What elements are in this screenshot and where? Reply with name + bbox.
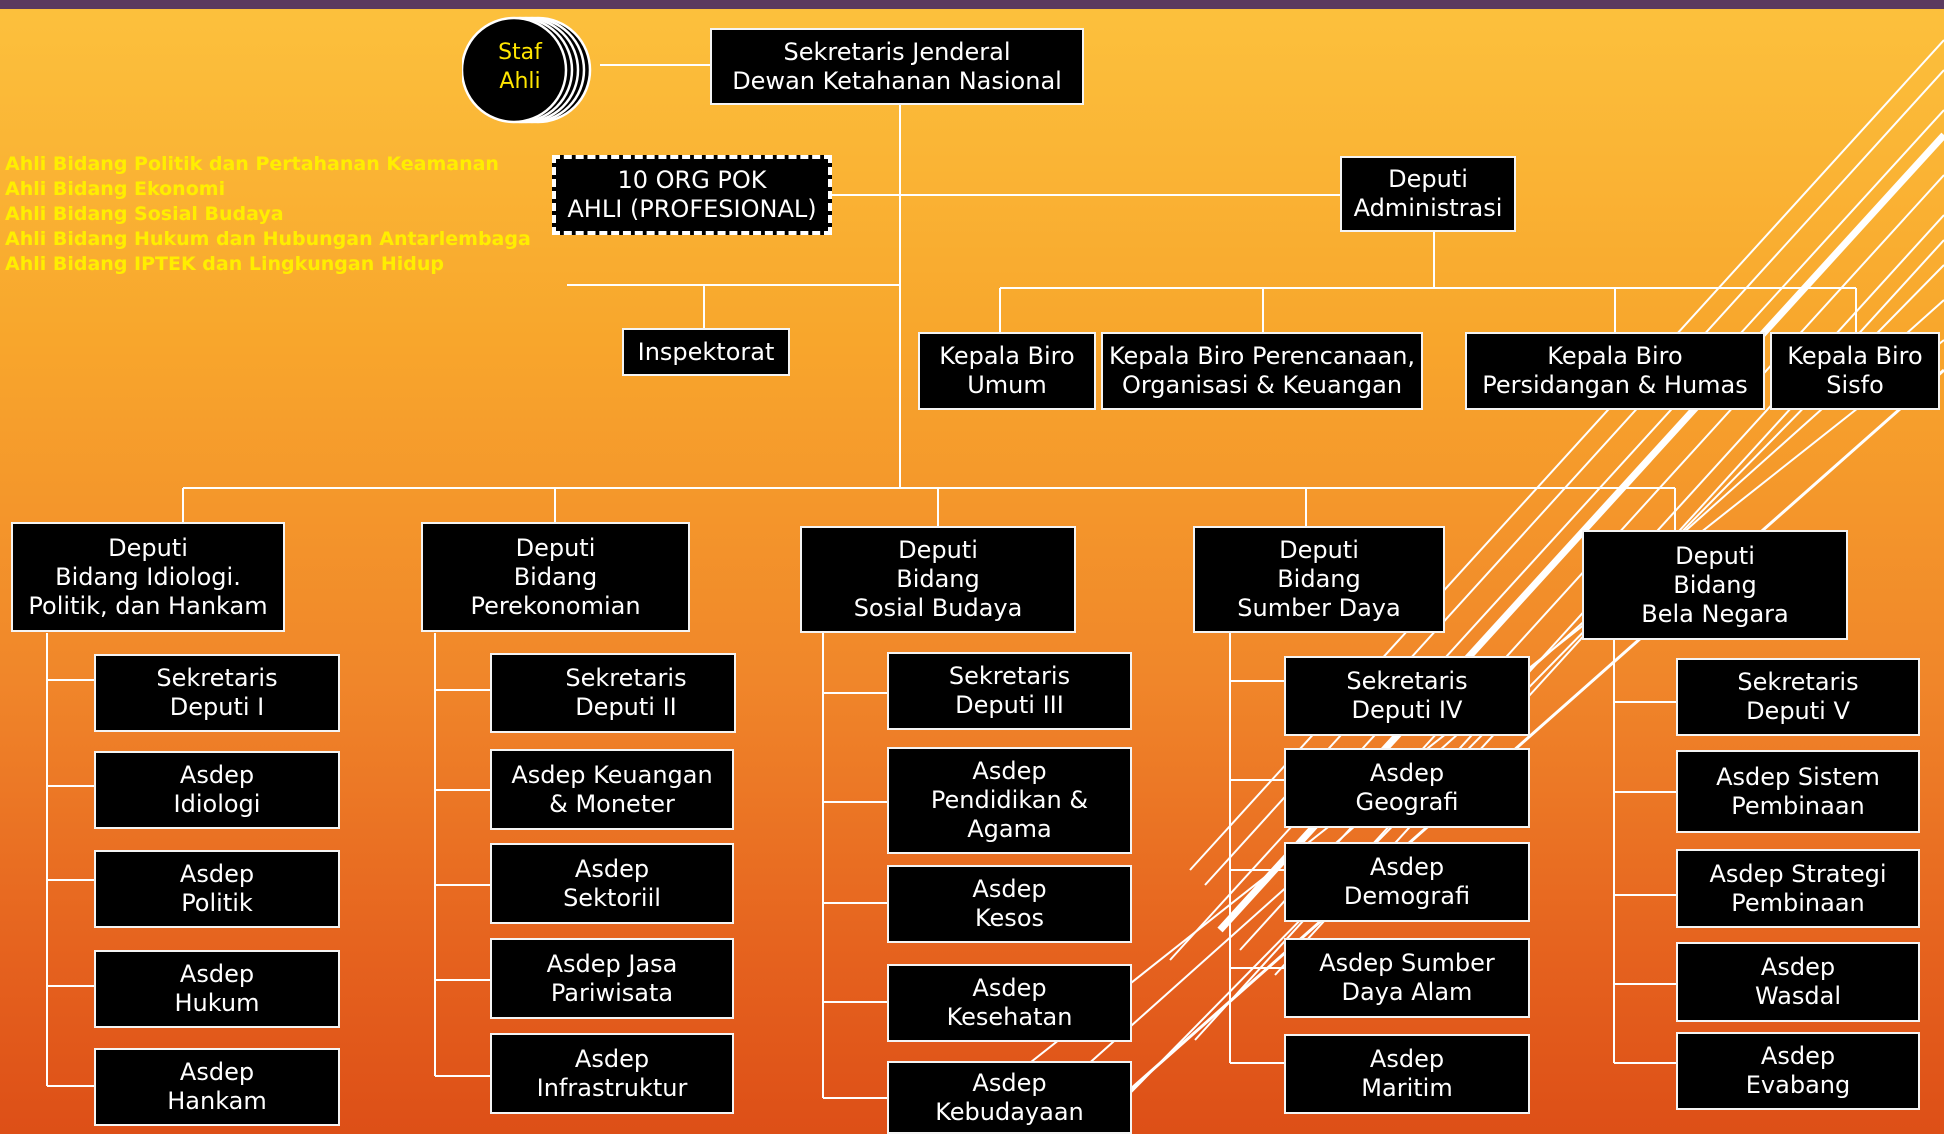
unit-box: Asdep Keuangan & Moneter: [490, 749, 734, 830]
unit-box: Asdep Jasa Pariwisata: [490, 938, 734, 1019]
biro-umum-box: Kepala Biro Umum: [918, 332, 1096, 410]
staf-ahli-stack: [462, 16, 592, 124]
unit-box: Asdep Hankam: [94, 1048, 340, 1126]
deputi-box-1: Deputi Bidang Idiologi. Politik, dan Han…: [11, 522, 285, 632]
ahli-bidang-item: Ahli Bidang Ekonomi: [5, 178, 226, 200]
ahli-bidang-item: Ahli Bidang Sosial Budaya: [5, 203, 284, 225]
unit-box: Asdep Kebudayaan: [887, 1061, 1132, 1134]
inspektorat-box: Inspektorat: [622, 328, 790, 376]
unit-box: Asdep Wasdal: [1676, 942, 1920, 1022]
sekjen-box: Sekretaris Jenderal Dewan Ketahanan Nasi…: [710, 28, 1084, 105]
unit-box: Sekretaris Deputi II: [490, 653, 736, 733]
unit-box: Sekretaris Deputi V: [1676, 658, 1920, 736]
unit-box: Asdep Infrastruktur: [490, 1033, 734, 1114]
ahli-bidang-item: Ahli Bidang Hukum dan Hubungan Antarlemb…: [5, 228, 531, 250]
unit-box: Asdep Pendidikan & Agama: [887, 747, 1132, 854]
ahli-bidang-list: Ahli Bidang Politik dan Pertahanan Keama…: [5, 152, 531, 277]
biro-perencanaan-box: Kepala Biro Perencanaan, Organisasi & Ke…: [1101, 332, 1423, 410]
biro-persidangan-box: Kepala Biro Persidangan & Humas: [1465, 332, 1765, 410]
unit-box: Sekretaris Deputi IV: [1284, 656, 1530, 736]
unit-box: Asdep Strategi Pembinaan: [1676, 849, 1920, 928]
unit-box: Asdep Geografi: [1284, 748, 1530, 828]
unit-box: Asdep Maritim: [1284, 1034, 1530, 1114]
deputi-box-3: Deputi Bidang Sosial Budaya: [800, 526, 1076, 633]
unit-box: Asdep Sektoriil: [490, 843, 734, 924]
unit-box: Asdep Politik: [94, 850, 340, 928]
deputi-administrasi-box: Deputi Administrasi: [1340, 156, 1516, 232]
unit-box: Asdep Demografi: [1284, 842, 1530, 922]
unit-box: Asdep Kesos: [887, 865, 1132, 943]
biro-sisfo-box: Kepala Biro Sisfo: [1770, 332, 1940, 410]
deputi-box-4: Deputi Bidang Sumber Daya: [1193, 526, 1445, 633]
unit-box: Sekretaris Deputi I: [94, 654, 340, 732]
pok-ahli-box: 10 ORG POK AHLI (PROFESIONAL): [552, 155, 832, 235]
unit-box: Asdep Kesehatan: [887, 964, 1132, 1042]
unit-box: Sekretaris Deputi III: [887, 652, 1132, 730]
unit-box: Asdep Sistem Pembinaan: [1676, 750, 1920, 833]
ahli-bidang-item: Ahli Bidang Politik dan Pertahanan Keama…: [5, 153, 499, 175]
unit-box: Asdep Hukum: [94, 950, 340, 1028]
unit-box: Asdep Sumber Daya Alam: [1284, 938, 1530, 1018]
staf-ahli-label: Staf Ahli: [498, 40, 542, 94]
unit-box: Asdep Idiologi: [94, 751, 340, 829]
top-bar: [0, 0, 1944, 9]
deputi-box-2: Deputi Bidang Perekonomian: [421, 522, 690, 632]
ahli-bidang-item: Ahli Bidang IPTEK dan Lingkungan Hidup: [5, 253, 445, 275]
unit-box: Asdep Evabang: [1676, 1032, 1920, 1110]
deputi-box-5: Deputi Bidang Bela Negara: [1582, 530, 1848, 640]
